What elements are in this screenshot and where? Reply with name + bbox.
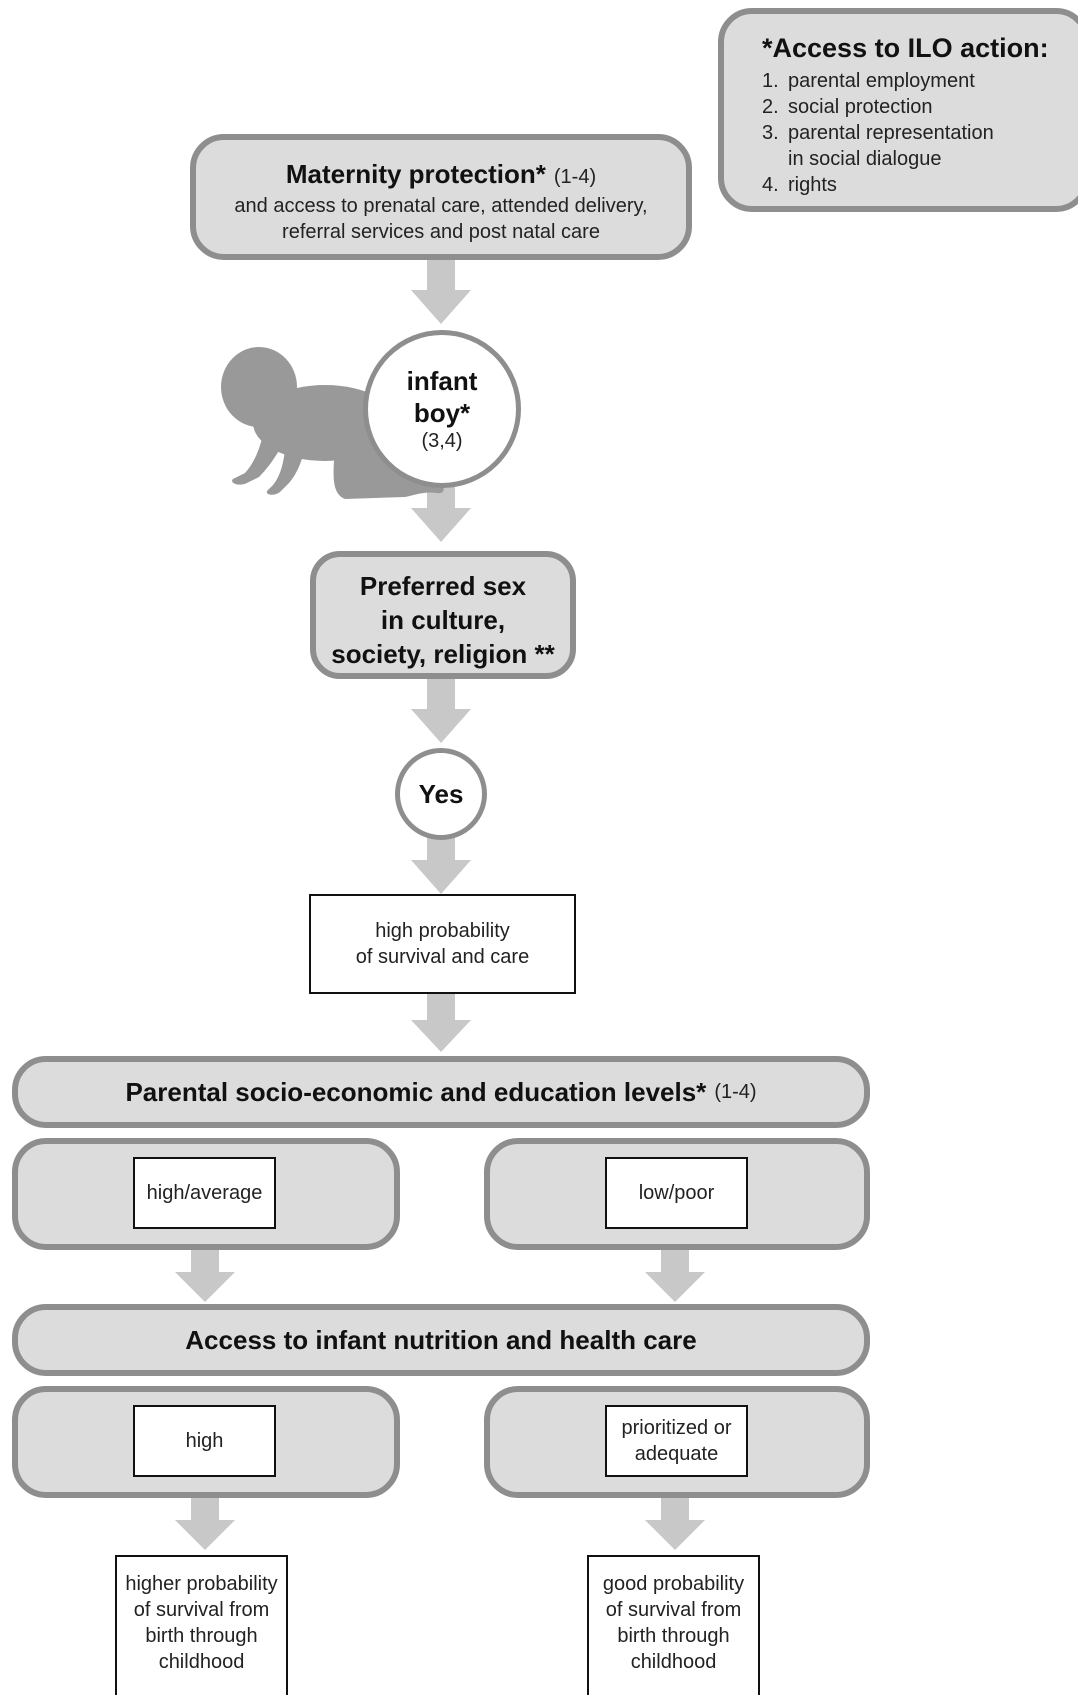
maternity-protection-box: Maternity protection* (1-4) and access to… — [190, 134, 692, 260]
outcome-right-box: good probability of survival from birth … — [587, 1555, 760, 1695]
ilo-action-box: *Access to ILO action: 1.parental employ… — [718, 8, 1078, 212]
parental-low-label: low/poor — [638, 1182, 715, 1204]
parental-low-container — [484, 1138, 870, 1250]
nutrition-adequate-box: prioritized or adequate — [605, 1405, 748, 1477]
parental-low-box: low/poor — [605, 1157, 748, 1229]
list-item: 1.parental employment — [762, 70, 975, 92]
preferred-line-1: Preferred sex — [359, 571, 527, 601]
flow-arrow — [645, 1498, 705, 1566]
outcome-left-line-4: childhood — [158, 1651, 245, 1673]
parental-high-box: high/average — [133, 1157, 276, 1229]
list-item: 2.social protection — [762, 96, 933, 118]
maternity-line-2: referral services and post natal care — [282, 221, 600, 243]
outcome-right-line-4: childhood — [630, 1651, 717, 1673]
flow-arrow — [645, 1250, 705, 1318]
nutrition-high-box: high — [133, 1405, 276, 1477]
list-item: 3.parental representation — [762, 122, 994, 144]
flow-arrow — [411, 830, 471, 898]
maternity-line-1: and access to prenatal care, attended de… — [234, 195, 648, 217]
flow-arrow — [411, 478, 471, 546]
parental-high-label: high/average — [146, 1182, 263, 1204]
outcome-left-box: higher probability of survival from birt… — [115, 1555, 288, 1695]
outcome-right-line-2: of survival from — [605, 1599, 742, 1621]
high-prob-line-2: of survival and care — [355, 946, 530, 968]
preferred-line-3: society, religion ** — [331, 639, 555, 669]
nutrition-adequate-line-2: adequate — [634, 1443, 719, 1465]
list-item: in social dialogue — [788, 148, 942, 170]
nutrition-bar: Access to infant nutrition and health ca… — [12, 1304, 870, 1376]
flow-arrow — [411, 260, 471, 328]
nutrition-high-container — [12, 1386, 400, 1498]
maternity-note: (1-4) — [553, 166, 597, 188]
outcome-right-line-3: birth through — [617, 1625, 730, 1647]
nutrition-adequate-line-1: prioritized or — [621, 1417, 732, 1439]
parental-levels-note: (1-4) — [714, 1080, 757, 1103]
infant-note: (3,4) — [421, 430, 463, 452]
nutrition-title: Access to infant nutrition and health ca… — [185, 1324, 697, 1355]
ilo-action-list: 1.parental employment 2.social protectio… — [762, 68, 1078, 198]
flow-arrow — [411, 994, 471, 1062]
yes-circle: Yes — [395, 748, 487, 840]
infant-line-2: boy* — [413, 398, 471, 428]
preferred-sex-box: Preferred sex in culture, society, relig… — [310, 551, 576, 679]
flow-arrow — [411, 679, 471, 747]
outcome-right-line-1: good probability — [602, 1573, 745, 1595]
yes-label: Yes — [418, 778, 464, 809]
parental-levels-bar: Parental socio-economic and education le… — [12, 1056, 870, 1128]
parental-levels-title: Parental socio-economic and education le… — [125, 1076, 707, 1107]
nutrition-high-label: high — [185, 1430, 224, 1452]
high-probability-box: high probability of survival and care — [309, 894, 576, 994]
preferred-line-2: in culture, — [380, 605, 506, 635]
ilo-action-title: *Access to ILO action: — [762, 33, 1049, 63]
infant-line-1: infant — [406, 366, 478, 396]
high-prob-line-1: high probability — [375, 920, 510, 942]
flow-arrow — [175, 1498, 235, 1566]
flow-arrow — [175, 1250, 235, 1318]
outcome-left-line-3: birth through — [145, 1625, 258, 1647]
outcome-left-line-2: of survival from — [133, 1599, 270, 1621]
outcome-left-line-1: higher probability — [125, 1573, 278, 1595]
list-item: 4.rights — [762, 174, 837, 196]
infant-boy-circle: infant boy* (3,4) — [363, 330, 521, 488]
maternity-title: Maternity protection* — [285, 159, 546, 189]
